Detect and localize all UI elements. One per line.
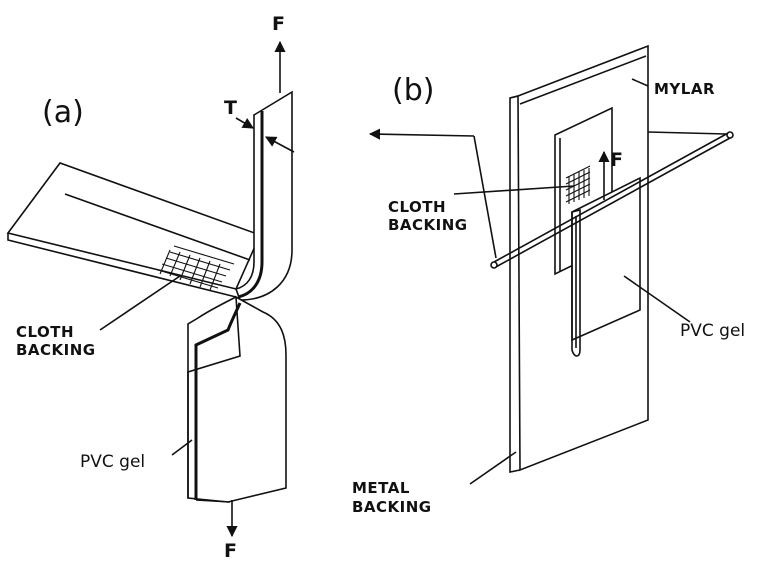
pull-arrow-left [368, 128, 475, 140]
pull-leader-left [473, 135, 497, 259]
thickness-arrow-right [265, 136, 295, 153]
gel-label-a: PVC gel [80, 452, 145, 472]
force-label-top-a: F [272, 13, 285, 35]
pull-rod [490, 131, 734, 269]
metal-label-line1: METAL [352, 479, 410, 497]
metal-leader [469, 451, 517, 485]
force-label-b: F [610, 149, 623, 171]
cloth-label-a-line1: CLOTH [16, 323, 74, 341]
gel-leader-a [171, 439, 193, 456]
gel-label-b: PVC gel [680, 321, 745, 341]
panel-b-label: (b) [392, 73, 434, 108]
cloth-mesh-a [157, 245, 235, 291]
pull-leader-right [647, 131, 727, 135]
panel-a-label: (a) [42, 95, 84, 130]
cloth-label-b-line2: BACKING [388, 216, 468, 234]
mylar-label: MYLAR [654, 80, 715, 98]
horizontal-plate [6, 162, 262, 298]
panel-a: (a) [6, 13, 295, 562]
mylar-leader [631, 78, 649, 87]
cloth-leader-a [99, 275, 181, 331]
thickness-arrow-left [235, 117, 254, 129]
gel-leader-b [623, 275, 691, 323]
cloth-label-a-line2: BACKING [16, 341, 96, 359]
cloth-label-b-line1: CLOTH [388, 198, 446, 216]
cloth-mesh-b [565, 165, 591, 204]
panel-b: (b) [352, 44, 745, 516]
force-label-bottom-a: F [224, 540, 237, 562]
pvc-gel-strip [571, 176, 641, 357]
cloth-leader-b [453, 185, 575, 195]
metal-label-line2: BACKING [352, 498, 432, 516]
lower-bent-strip [187, 295, 287, 503]
thickness-label: T [224, 97, 237, 119]
